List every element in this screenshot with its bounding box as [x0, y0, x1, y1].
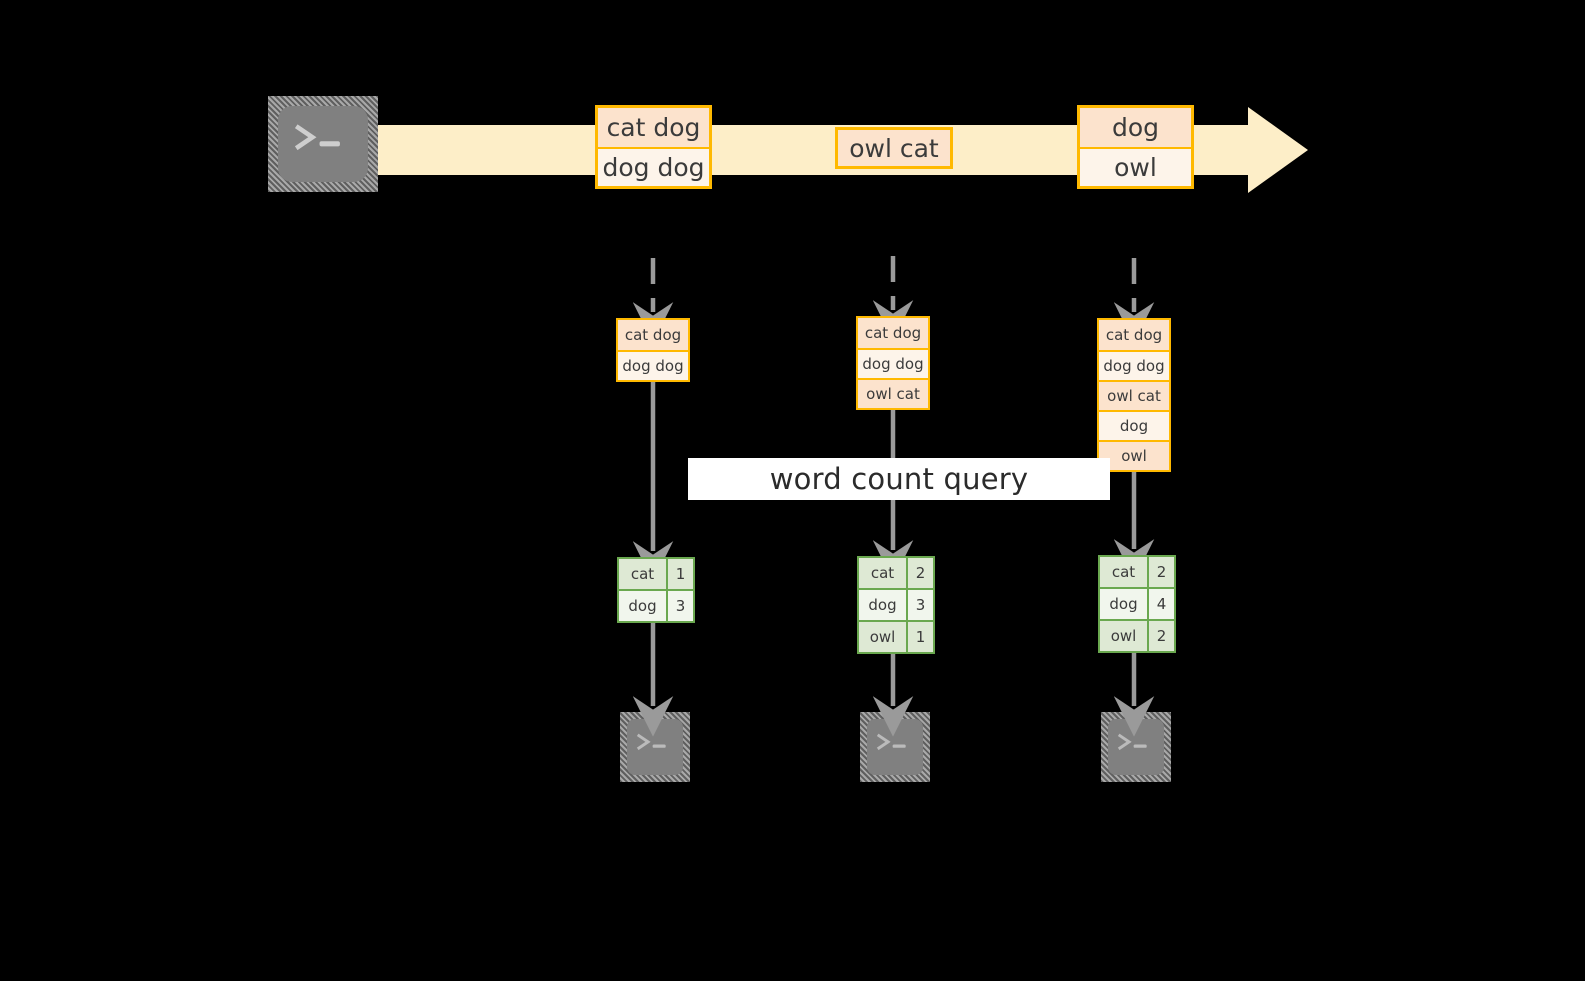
- stream-batch-2[interactable]: owl cat: [835, 127, 953, 169]
- input-row: owl: [1099, 440, 1169, 470]
- table-row: dog 3: [859, 588, 933, 620]
- terminal-prompt-glyph: [1117, 733, 1147, 751]
- result-word: dog: [1100, 589, 1147, 619]
- result-table-2[interactable]: cat 2 dog 3 owl 1: [857, 556, 935, 654]
- terminal-prompt-glyph: [636, 733, 666, 751]
- result-count: 4: [1147, 589, 1174, 619]
- terminal-screen: [278, 106, 368, 182]
- terminal-prompt-glyph: [295, 124, 341, 151]
- query-band: word count query: [688, 458, 1110, 500]
- input-table-2[interactable]: cat dog dog dog owl cat: [856, 316, 930, 410]
- input-row: cat dog: [1099, 320, 1169, 350]
- result-table-3[interactable]: cat 2 dog 4 owl 2: [1098, 555, 1176, 653]
- table-row: cat 2: [1100, 557, 1174, 587]
- table-row: owl 1: [859, 620, 933, 652]
- result-word: dog: [859, 590, 906, 620]
- input-row: dog: [1099, 410, 1169, 440]
- result-word: owl: [859, 622, 906, 652]
- result-count: 2: [906, 558, 933, 588]
- stream-batch-3[interactable]: dog owl: [1077, 105, 1194, 189]
- result-word: owl: [1100, 621, 1147, 651]
- source-terminal-icon: [268, 96, 378, 192]
- result-count: 3: [666, 591, 693, 621]
- result-word: dog: [619, 591, 666, 621]
- table-row: cat 2: [859, 558, 933, 588]
- input-table-1[interactable]: cat dog dog dog: [616, 318, 690, 382]
- table-row: dog 4: [1100, 587, 1174, 619]
- query-label: word count query: [769, 462, 1029, 496]
- input-table-3[interactable]: cat dog dog dog owl cat dog owl: [1097, 318, 1171, 472]
- input-row: cat dog: [618, 320, 688, 350]
- table-row: cat 1: [619, 559, 693, 589]
- stream-line: dog dog: [598, 147, 709, 186]
- input-row: dog dog: [1099, 350, 1169, 380]
- result-table-1[interactable]: cat 1 dog 3: [617, 557, 695, 623]
- stream-batch-1[interactable]: cat dog dog dog: [595, 105, 712, 189]
- result-word: cat: [1100, 557, 1147, 587]
- result-word: cat: [859, 558, 906, 588]
- terminal-prompt-glyph: [876, 733, 906, 751]
- table-row: dog 3: [619, 589, 693, 621]
- result-count: 3: [906, 590, 933, 620]
- stream-line: cat dog: [598, 108, 709, 147]
- result-count: 1: [666, 559, 693, 589]
- input-row: owl cat: [858, 378, 928, 408]
- input-row: owl cat: [1099, 380, 1169, 410]
- sink-connector-icon: [632, 622, 1155, 737]
- input-row: dog dog: [858, 348, 928, 378]
- dashed-down-arrow-icon: [632, 256, 1155, 343]
- result-count: 2: [1147, 557, 1174, 587]
- stream-line: owl: [1080, 147, 1191, 186]
- result-word: cat: [619, 559, 666, 589]
- stream-line: owl cat: [838, 130, 950, 166]
- result-count: 2: [1147, 621, 1174, 651]
- table-row: owl 2: [1100, 619, 1174, 651]
- stream-line: dog: [1080, 108, 1191, 147]
- result-count: 1: [906, 622, 933, 652]
- input-row: dog dog: [618, 350, 688, 380]
- input-row: cat dog: [858, 318, 928, 348]
